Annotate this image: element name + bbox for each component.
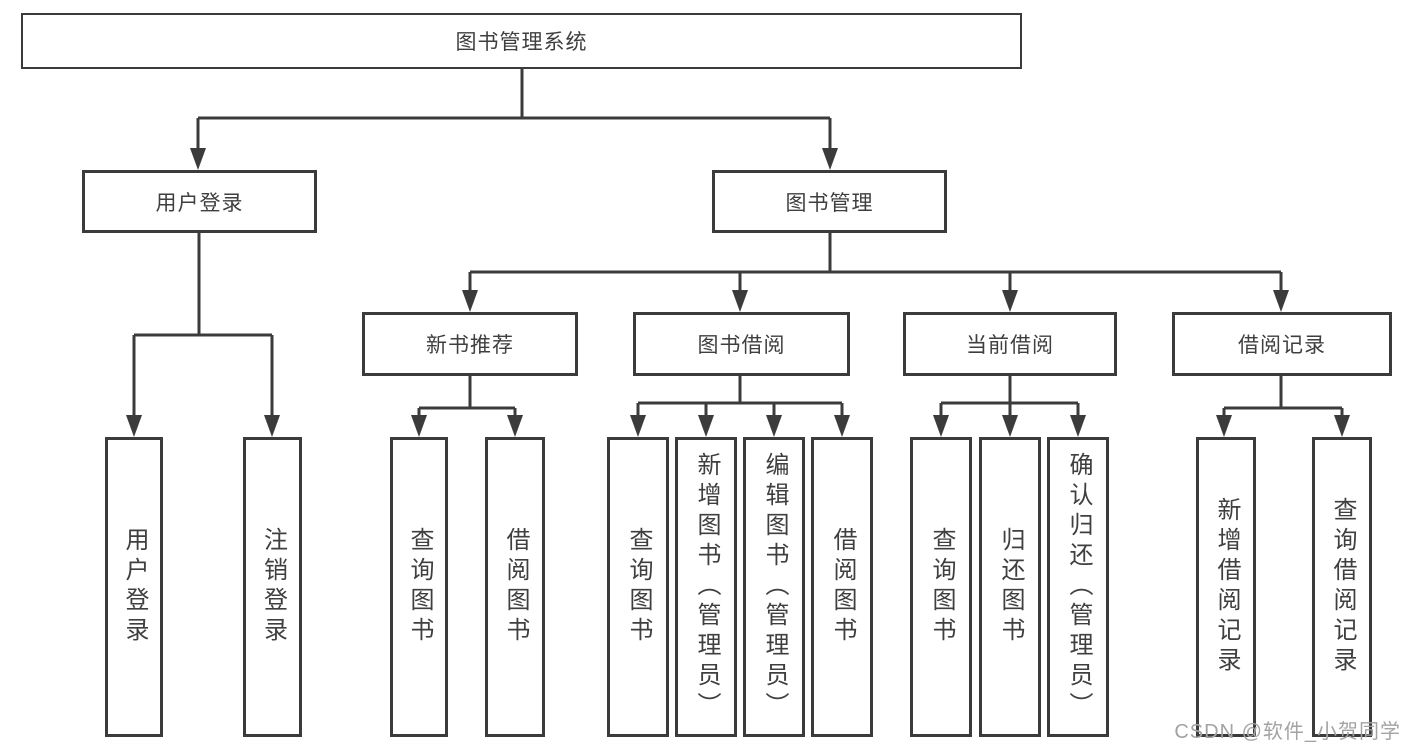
leaf-edit-book-admin-label: 编辑图书（管理员）	[761, 452, 788, 722]
watermark: CSDN @软件_小贺同学	[1174, 721, 1401, 743]
leaf-borrow-book-recommend-label: 借阅图书	[502, 527, 529, 647]
leaf-query-borrow-record: 查询借阅记录	[1312, 437, 1372, 737]
leaf-add-book-admin: 新增图书（管理员）	[675, 437, 737, 737]
arrowheads	[126, 148, 1350, 437]
node-root: 图书管理系统	[21, 13, 1022, 69]
leaf-edit-book-admin: 编辑图书（管理员）	[743, 437, 805, 737]
node-book-borrow-label: 图书借阅	[697, 334, 786, 357]
node-user-login-label: 用户登录	[155, 191, 244, 215]
leaf-return-book-label: 归还图书	[997, 527, 1024, 647]
leaf-return-book: 归还图书	[979, 437, 1041, 737]
leaf-user-login: 用户登录	[105, 437, 163, 737]
leaf-user-login-label: 用户登录	[121, 527, 148, 647]
leaf-query-book-recommend-label: 查询图书	[406, 527, 433, 647]
node-new-book-recommend-label: 新书推荐	[426, 334, 514, 357]
leaf-query-borrow-record-label: 查询借阅记录	[1329, 497, 1356, 677]
leaf-borrow-book-label: 借阅图书	[829, 527, 856, 647]
leaf-logout-label: 注销登录	[259, 527, 287, 647]
leaf-logout: 注销登录	[243, 437, 302, 737]
node-new-book-recommend: 新书推荐	[362, 312, 578, 376]
leaf-add-book-admin-label: 新增图书（管理员）	[693, 452, 720, 722]
leaf-query-book-borrow-label: 查询图书	[625, 527, 652, 647]
node-borrow-record-label: 借阅记录	[1238, 334, 1326, 357]
leaf-query-book-recommend: 查询图书	[390, 437, 448, 737]
leaf-add-borrow-record-label: 新增借阅记录	[1213, 497, 1240, 677]
node-borrow-record: 借阅记录	[1172, 312, 1392, 376]
node-book-management: 图书管理	[712, 170, 947, 233]
leaf-confirm-return-admin: 确认归还（管理员）	[1047, 437, 1109, 737]
node-user-login: 用户登录	[82, 170, 317, 233]
node-book-management-label: 图书管理	[785, 191, 874, 215]
node-current-borrow-label: 当前借阅	[966, 334, 1054, 357]
leaf-borrow-book: 借阅图书	[811, 437, 873, 737]
leaf-query-book-current-label: 查询图书	[928, 527, 955, 647]
leaf-confirm-return-admin-label: 确认归还（管理员）	[1065, 452, 1092, 722]
node-book-borrow: 图书借阅	[633, 312, 850, 376]
leaf-query-book-current: 查询图书	[910, 437, 972, 737]
node-root-label: 图书管理系统	[455, 31, 588, 54]
node-current-borrow: 当前借阅	[903, 312, 1117, 376]
leaf-add-borrow-record: 新增借阅记录	[1196, 437, 1256, 737]
leaf-borrow-book-recommend: 借阅图书	[485, 437, 545, 737]
leaf-query-book-borrow: 查询图书	[607, 437, 669, 737]
